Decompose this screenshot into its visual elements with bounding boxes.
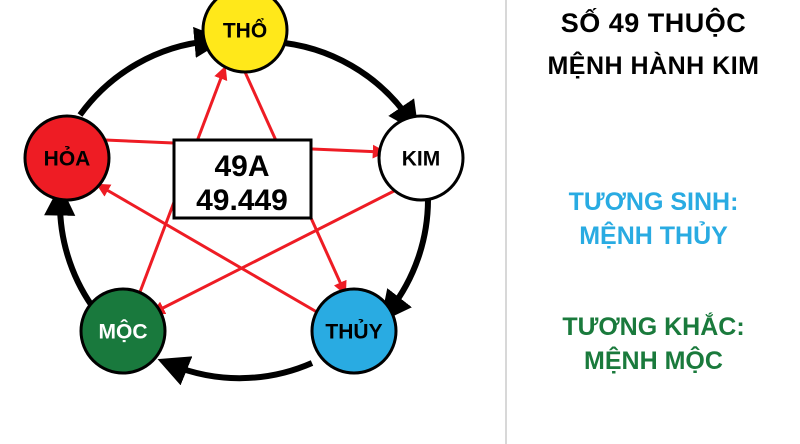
tuong-sinh-value: MỆNH THỦY — [579, 222, 728, 250]
tuong-sinh-label: TƯƠNG SINH: — [568, 188, 739, 216]
tuong-sinh-block: TƯƠNG SINH: MỆNH THỦY — [507, 185, 800, 253]
node-label-hoa: HỎA — [44, 147, 91, 171]
node-tho[interactable]: THỔ — [201, 0, 289, 74]
panel-divider — [505, 0, 507, 444]
sinh-arc-hoa-tho — [77, 26, 226, 117]
node-thuy[interactable]: THỦY — [310, 287, 398, 375]
tuong-khac-value: MỆNH MỘC — [584, 347, 723, 375]
license-plate-line1: 49A — [214, 150, 269, 183]
tuong-khac-block: TƯƠNG KHẮC: MỆNH MỘC — [507, 310, 800, 378]
license-plate-line2: 49.449 — [196, 184, 288, 217]
khac-line-thuy-hoa — [96, 183, 323, 317]
node-label-moc: MỘC — [99, 320, 148, 344]
node-circle-tho — [201, 0, 289, 74]
node-circle-hoa — [23, 114, 111, 202]
five-elements-diagram-panel: THỔ KIM THỦY MỘC HỎA 49A 49.4 — [23, 0, 465, 386]
node-hoa[interactable]: HỎA — [23, 114, 111, 202]
khac-line-kim-moc — [150, 188, 397, 315]
sinh-cycle-arcs — [44, 26, 431, 386]
sinh-arc-thuy-moc — [157, 356, 314, 386]
node-circle-kim — [377, 114, 465, 202]
node-kim[interactable]: KIM — [377, 114, 465, 202]
tuong-khac-label: TƯƠNG KHẮC: — [562, 313, 745, 341]
node-label-kim: KIM — [402, 148, 441, 171]
node-label-tho: THỔ — [223, 19, 267, 43]
node-circle-moc — [79, 287, 167, 375]
sinh-arc-moc-hoa — [44, 184, 95, 308]
node-circle-thuy — [310, 287, 398, 375]
five-elements-svg: THỔ KIM THỦY MỘC HỎA 49A 49.4 — [23, 0, 465, 386]
license-plate: 49A 49.449 — [172, 138, 313, 220]
sinh-arc-tho-kim — [274, 39, 419, 133]
node-label-thuy: THỦY — [325, 320, 382, 344]
headline-line-2: MỆNH HÀNH KIM — [547, 52, 760, 80]
node-moc[interactable]: MỘC — [79, 287, 167, 375]
result-text-panel: SỐ 49 THUỘC MỆNH HÀNH KIM TƯƠNG SINH: MỆ… — [507, 0, 800, 444]
headline-line-1: SỐ 49 THUỘC — [560, 8, 747, 38]
sinh-arc-kim-thuy — [380, 199, 431, 323]
license-plate-box — [172, 138, 313, 220]
